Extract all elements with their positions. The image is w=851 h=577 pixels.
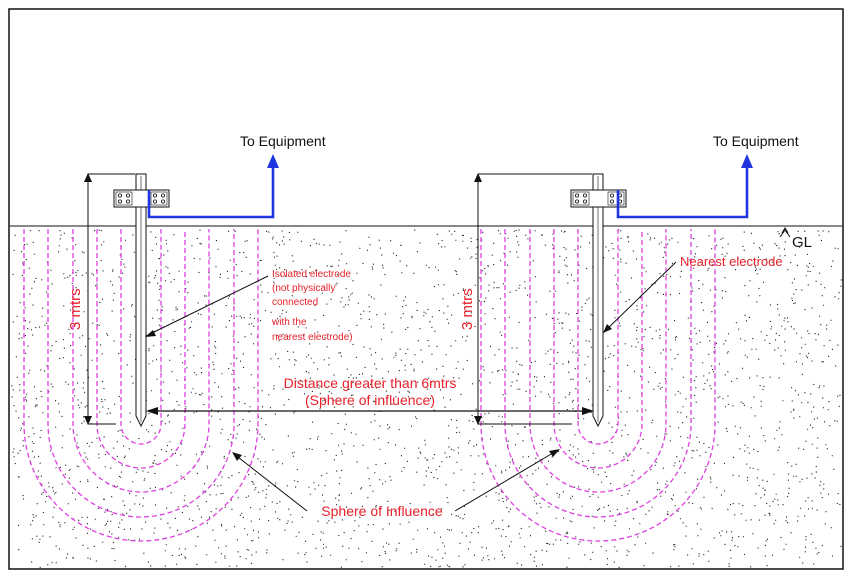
equipment-wire-left <box>147 166 275 219</box>
spheres-of-influence <box>23 229 716 542</box>
arrow-right-icon <box>582 407 594 415</box>
isolated-electrode-line: with the <box>271 317 307 328</box>
sphere-nearest-contour <box>480 229 716 542</box>
sphere-isolated-contour <box>96 229 186 469</box>
distance-label: Distance greater than 6mtrs <box>284 375 457 391</box>
leader-isolated-electrode <box>145 275 269 337</box>
equipment-wire-right <box>616 166 749 219</box>
sphere-nearest-contour <box>504 229 692 518</box>
depth-dimension-left <box>87 173 135 425</box>
sphere-nearest-contour <box>553 229 643 469</box>
clamp-icon <box>113 189 170 208</box>
nearest-electrode <box>592 173 604 428</box>
isolated-electrode-line: connected <box>272 297 318 308</box>
isolated-electrode-line: nearest electrode) <box>272 332 353 343</box>
depth-dimension-right <box>477 173 592 425</box>
leader-sphere-left <box>233 453 308 512</box>
diagram-frame <box>8 8 844 570</box>
isolated-electrode-label: Isolated electrode (not physically conne… <box>271 269 353 343</box>
arrow-up-icon <box>741 154 753 168</box>
gl-marker-icon <box>779 227 791 238</box>
to-equipment-left-label: To Equipment <box>240 133 326 149</box>
sphere-of-influence-label: Sphere of Influence <box>321 503 443 519</box>
isolated-electrode-line: Isolated electrode <box>272 269 351 280</box>
depth-right-label: 3 mtrs <box>459 288 476 330</box>
clamp-icon <box>570 189 627 208</box>
isolated-electrode-line: (not physically <box>272 283 335 294</box>
sphere-isolated-contour <box>23 229 259 542</box>
leader-sphere-right <box>454 449 559 512</box>
isolated-electrode <box>135 173 147 428</box>
arrow-up-icon <box>267 154 279 168</box>
depth-left-label: 3 mtrs <box>67 288 84 330</box>
leader-nearest-electrode <box>603 261 677 333</box>
nearest-electrode-label: Nearest electrode <box>680 254 783 269</box>
ground-level-label: GL <box>792 234 812 251</box>
distance-sublabel: (Sphere of influence) <box>305 392 435 408</box>
sphere-isolated-contour <box>120 229 162 445</box>
to-equipment-right-label: To Equipment <box>713 133 799 149</box>
sphere-isolated-contour <box>47 229 235 518</box>
arrow-left-icon <box>146 407 158 415</box>
sphere-nearest-contour <box>577 229 619 445</box>
